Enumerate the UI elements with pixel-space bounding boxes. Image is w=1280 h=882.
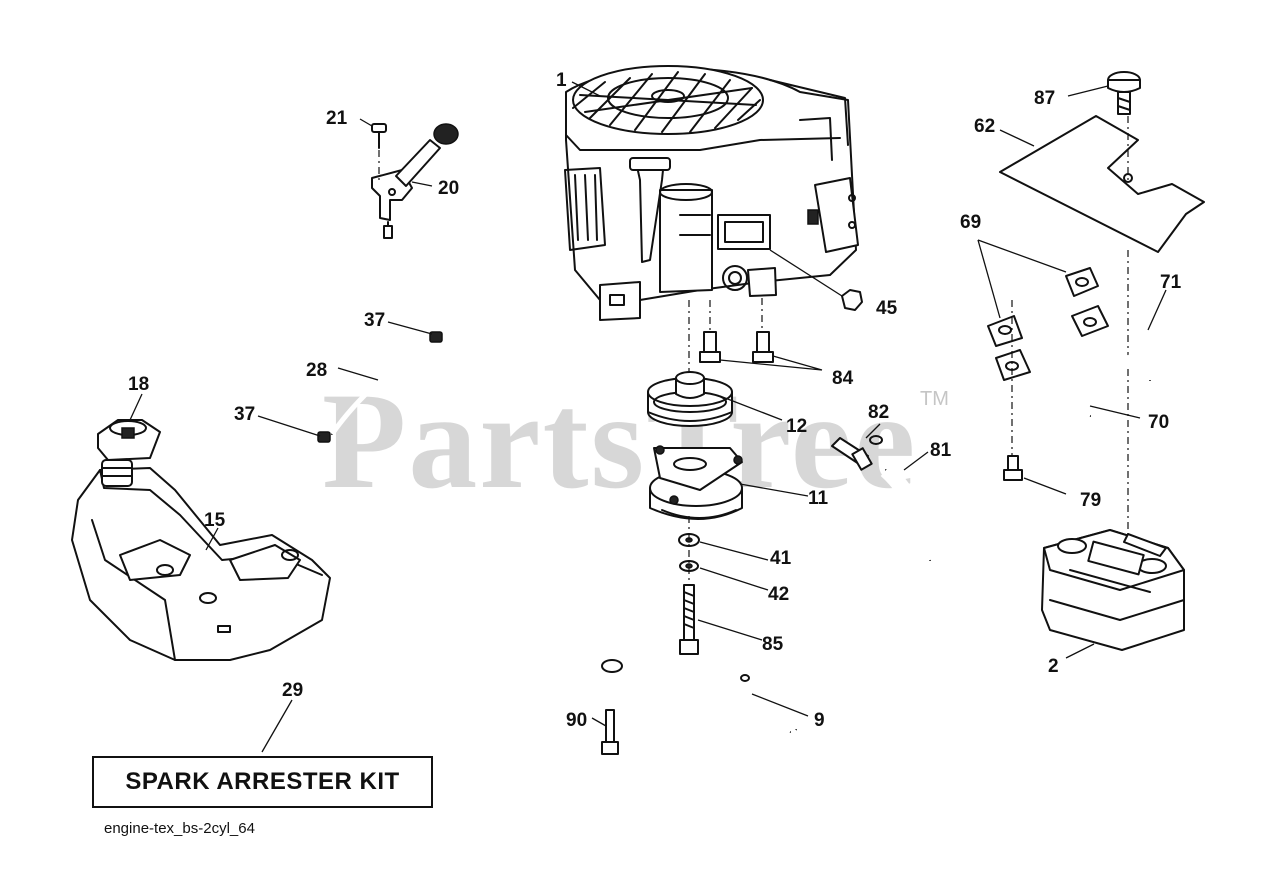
heat-shield-part	[999, 71, 1205, 560]
callout-28: 28	[306, 360, 327, 381]
callout-12: 12	[786, 416, 807, 437]
watermark-trademark: TM	[920, 388, 949, 410]
engine-leader	[571, 81, 601, 97]
fitting-hose-part	[831, 423, 938, 562]
bracket-rod-part	[591, 659, 809, 767]
callout-85: 85	[762, 634, 784, 655]
callout-90: 90	[566, 710, 587, 731]
callout-84: 84	[832, 368, 854, 389]
diagram-id-caption: engine-tex_bs-2cyl_64	[104, 820, 255, 837]
callout-2: 2	[1048, 656, 1059, 677]
bolts-84-part	[688, 298, 823, 420]
callout-11: 11	[808, 488, 829, 509]
spark-arrester-kit-label: SPARK ARRESTER KIT	[125, 768, 400, 795]
throttle-control-part	[359, 118, 459, 239]
exhaust-pipes-part	[977, 239, 1167, 495]
callout-15: 15	[204, 510, 226, 531]
fuel-tank-part	[71, 393, 331, 661]
pulley-part	[647, 371, 783, 427]
callout-87: 87	[1034, 88, 1055, 109]
callout-42: 42	[768, 584, 789, 605]
callout-81: 81	[930, 440, 952, 461]
callout-71: 71	[1160, 272, 1182, 293]
washers-bolt-part	[678, 516, 769, 655]
spark-arrester-kit-box: SPARK ARRESTER KIT	[92, 756, 433, 808]
callout-9: 9	[814, 710, 825, 731]
callout-62: 62	[974, 116, 995, 137]
callout-79: 79	[1080, 490, 1101, 511]
clutch-part	[649, 445, 809, 520]
callout-69: 69	[960, 212, 981, 233]
callout-18: 18	[128, 374, 149, 395]
callout-21: 21	[326, 108, 348, 129]
callout-37-top: 37	[364, 310, 385, 331]
nut-45-part	[769, 249, 863, 311]
fuel-line-part	[257, 321, 443, 443]
callout-37-left: 37	[234, 404, 255, 425]
callout-70: 70	[1148, 412, 1169, 433]
kit-leader	[261, 699, 293, 753]
watermark: PartsTree	[322, 364, 918, 517]
muffler-part	[1041, 529, 1185, 659]
engine-part	[564, 65, 859, 321]
callout-29: 29	[282, 680, 303, 701]
callout-1: 1	[556, 70, 567, 91]
callout-20: 20	[438, 178, 459, 199]
callout-82: 82	[868, 402, 889, 423]
callout-45: 45	[876, 298, 898, 319]
callout-41: 41	[770, 548, 792, 569]
